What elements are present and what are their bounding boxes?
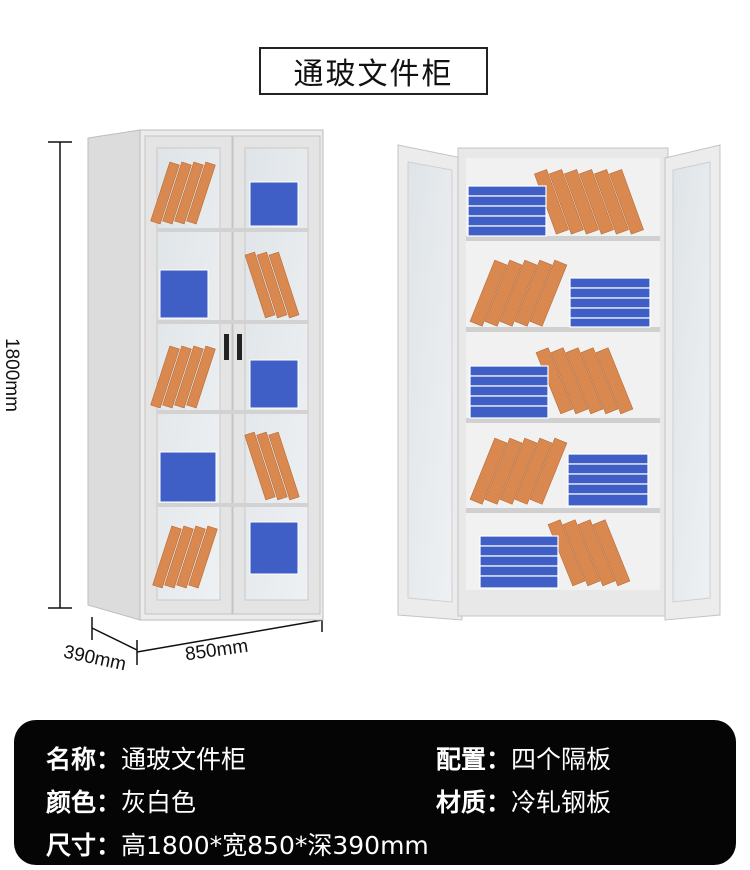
- spec-name: 名称：通玻文件柜: [46, 745, 247, 774]
- product-title: 通玻文件柜: [259, 47, 488, 95]
- closed-cabinet: [87, 129, 324, 621]
- dimension-lines: [48, 141, 323, 665]
- spec-config: 配置：四个隔板: [436, 745, 612, 774]
- spec-size: 尺寸：高1800*宽850*深390mm: [46, 831, 429, 860]
- spec-material: 材质：冷轧钢板: [436, 788, 612, 817]
- product-illustration: [48, 129, 721, 665]
- open-cabinet: [397, 144, 721, 621]
- height-dimension-label: 1800mm: [1, 338, 22, 412]
- spec-color: 颜色：灰白色: [46, 788, 197, 817]
- spec-panel: 名称：通玻文件柜 颜色：灰白色 尺寸：高1800*宽850*深390mm 配置：…: [14, 720, 736, 865]
